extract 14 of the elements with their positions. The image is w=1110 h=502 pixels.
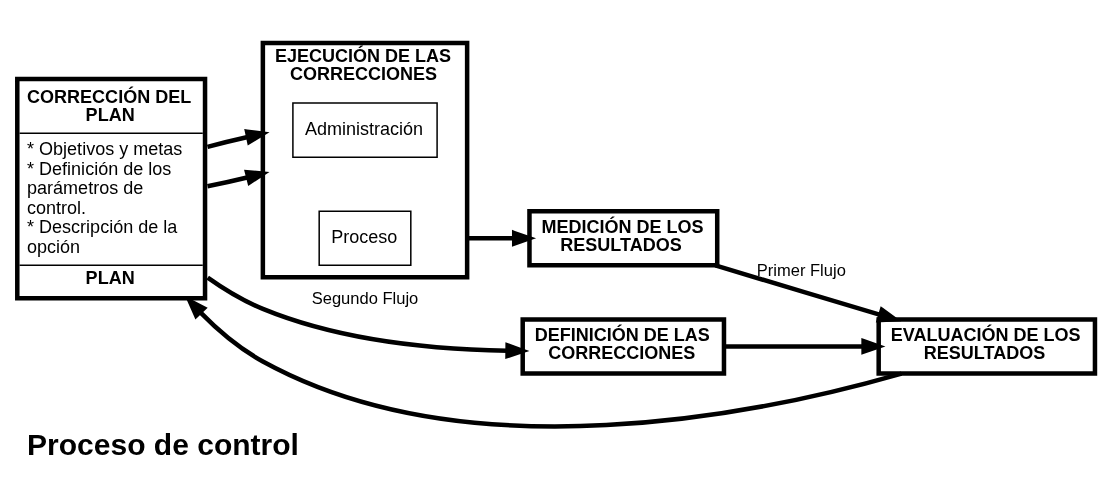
node-box: Administración — [292, 101, 438, 158]
arrow — [206, 275, 530, 359]
arrow — [467, 229, 537, 247]
caption: Proceso de control — [27, 427, 299, 461]
arrow — [207, 169, 270, 188]
edge-label: Segundo Flujo — [311, 288, 419, 308]
node-box: MEDICIÓN DE LOS RESULTADOS — [527, 208, 720, 268]
arrow — [206, 128, 270, 149]
edge-label: Primer Flujo — [756, 260, 846, 280]
arrow — [714, 262, 902, 322]
arrow — [724, 337, 886, 355]
node-box: Proceso — [318, 210, 412, 266]
node-box: DEFINICIÓN DE LAS CORRECCIONES — [520, 316, 727, 376]
node-box: EVALUACIÓN DE LOS RESULTADOS — [876, 316, 1098, 376]
